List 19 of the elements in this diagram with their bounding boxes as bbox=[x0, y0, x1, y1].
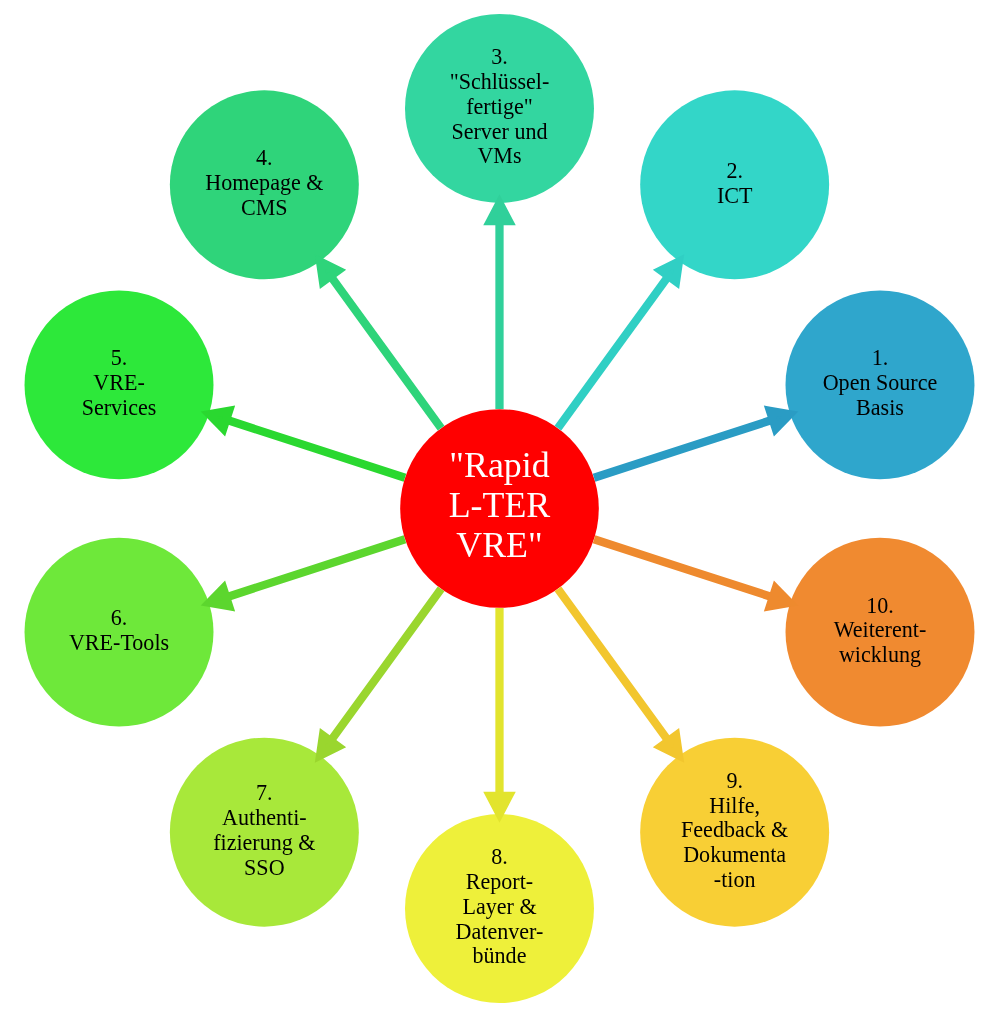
node-circle: "Rapid L-TER VRE" bbox=[399, 409, 599, 608]
node-circle: 3. "Schlüssel- fertige" Server und VMs bbox=[404, 13, 594, 203]
arrow bbox=[554, 586, 684, 763]
arrow bbox=[592, 405, 798, 482]
node-circle: 1. Open Source Basis bbox=[785, 290, 974, 480]
node-circle: 8. Report- Layer & Datenver- bünde bbox=[404, 814, 594, 1004]
arrow bbox=[554, 254, 684, 431]
arrow bbox=[314, 586, 444, 763]
arrow bbox=[200, 405, 406, 482]
node-circle: 10. Weiterent- wicklung bbox=[785, 537, 974, 727]
node-circle: 5. VRE- Services bbox=[24, 290, 213, 480]
node-circle: 6. VRE-Tools bbox=[24, 537, 213, 727]
node-circle: 9. Hilfe, Feedback & Dokumenta -tion bbox=[639, 737, 829, 927]
arrow bbox=[482, 194, 516, 410]
node-circle: 4. Homepage & CMS bbox=[169, 90, 359, 280]
arrow bbox=[482, 607, 516, 823]
node-circle: 2. ICT bbox=[639, 90, 829, 280]
arrow bbox=[200, 535, 406, 612]
node-circle: 7. Authenti- fizierung & SSO bbox=[169, 737, 359, 927]
